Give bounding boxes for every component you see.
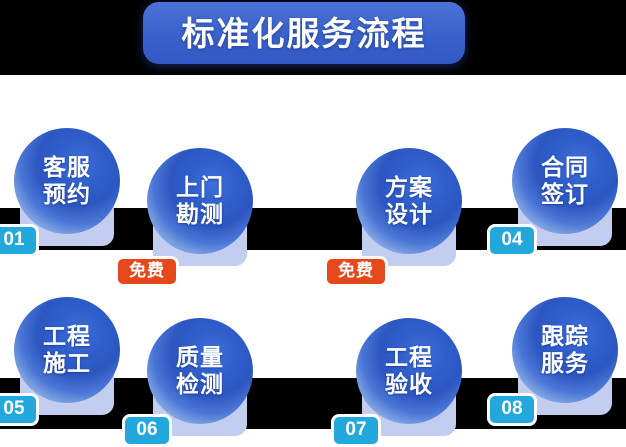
step-number-badge: 07	[331, 414, 381, 447]
step-number-badge: 06	[122, 414, 172, 447]
step-number-badge: 08	[487, 393, 537, 426]
flow-step-label-line1: 工程	[43, 323, 91, 350]
flow-step-bubble[interactable]: 跟踪服务	[512, 297, 618, 403]
flow-step-bubble[interactable]: 工程施工	[14, 297, 120, 403]
flow-step-label-line1: 跟踪	[541, 323, 589, 350]
flow-step-bubble[interactable]: 工程验收	[356, 318, 462, 424]
flow-step-label-line2: 签订	[541, 181, 589, 207]
step-number-badge: 04	[487, 224, 537, 257]
free-badge: 免费	[324, 256, 388, 287]
flow-step-label-line1: 上门	[176, 174, 224, 201]
flow-step-label-line1: 方案	[385, 174, 433, 201]
step-number-badge: 05	[0, 393, 39, 426]
flow-step-label-line2: 服务	[541, 350, 589, 376]
flow-step-bubble[interactable]: 客服预约	[14, 128, 120, 234]
flow-step-label-line2: 设计	[385, 201, 433, 227]
free-badge: 免费	[115, 256, 179, 287]
flow-step-bubble[interactable]: 方案设计	[356, 148, 462, 254]
title-banner: 标准化服务流程	[143, 2, 465, 64]
flow-step-label-line2: 验收	[385, 371, 433, 397]
flow-step-bubble[interactable]: 质量检测	[147, 318, 253, 424]
page-title: 标准化服务流程	[181, 14, 427, 52]
flow-step-label-line1: 质量	[176, 344, 224, 371]
flow-step-label-line1: 工程	[385, 344, 433, 371]
step-number-badge: 01	[0, 224, 39, 257]
flow-step-bubble[interactable]: 上门勘测	[147, 148, 253, 254]
flow-step-label-line1: 合同	[541, 154, 589, 181]
flow-step-label-line2: 检测	[176, 371, 224, 397]
flow-step-label-line2: 预约	[43, 181, 91, 207]
flow-step-label-line2: 勘测	[176, 201, 224, 227]
flow-step-label-line1: 客服	[43, 154, 91, 181]
flow-step-label-line2: 施工	[43, 350, 91, 376]
flow-step-bubble[interactable]: 合同签订	[512, 128, 618, 234]
